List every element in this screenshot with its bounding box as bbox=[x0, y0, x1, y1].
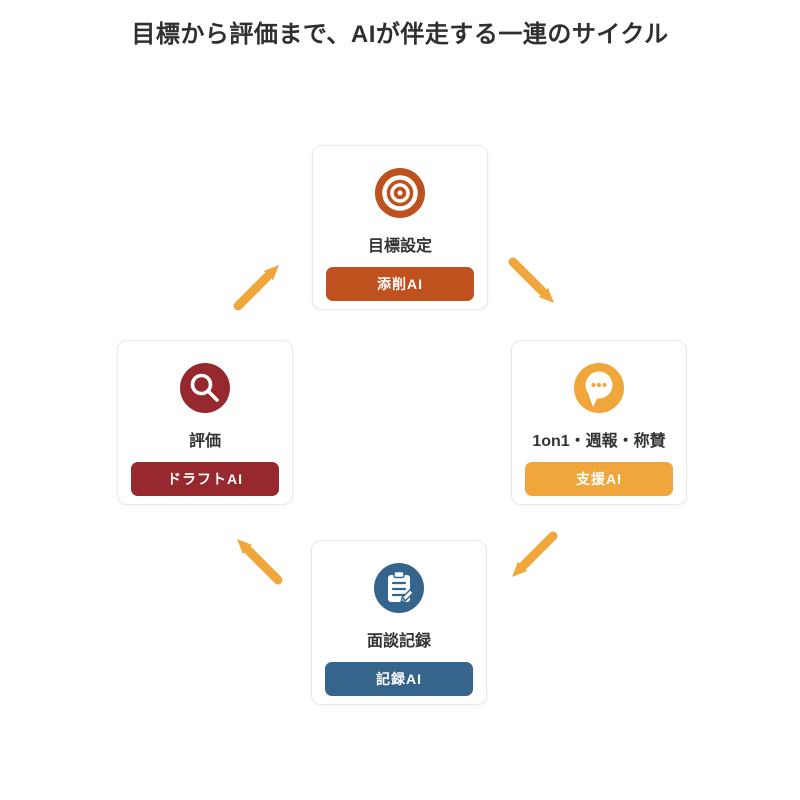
arrow-up-left-icon bbox=[228, 528, 288, 588]
card-label-interview-record: 面談記録 bbox=[366, 633, 431, 650]
card-label-goal-setting: 目標設定 bbox=[367, 238, 432, 255]
page-title: 目標から評価まで、AIが伴走する一連のサイクル bbox=[131, 21, 669, 48]
target-icon bbox=[375, 168, 425, 218]
arrow-up-right-icon bbox=[228, 254, 288, 314]
cycle-card-evaluation: 評価 ドラフトAI bbox=[117, 340, 293, 505]
magnifier-icon bbox=[180, 363, 230, 413]
card-label-1on1: 1on1・週報・称賛 bbox=[532, 433, 666, 450]
ai-badge-correction: 添削AI bbox=[326, 267, 474, 301]
chat-bubble-icon bbox=[574, 363, 624, 413]
cycle-card-interview-record: 面談記録 記録AI bbox=[311, 540, 487, 705]
ai-badge-support: 支援AI bbox=[525, 462, 673, 496]
card-label-evaluation: 評価 bbox=[188, 433, 221, 450]
arrow-down-right-icon bbox=[503, 254, 563, 314]
clipboard-pencil-icon bbox=[374, 563, 424, 613]
cycle-card-goal-setting: 目標設定 添削AI bbox=[312, 145, 488, 310]
cycle-card-1on1: 1on1・週報・称賛 支援AI bbox=[511, 340, 687, 505]
ai-badge-draft: ドラフトAI bbox=[131, 462, 279, 496]
ai-badge-recording: 記録AI bbox=[325, 662, 473, 696]
arrow-down-left-icon bbox=[503, 528, 563, 588]
